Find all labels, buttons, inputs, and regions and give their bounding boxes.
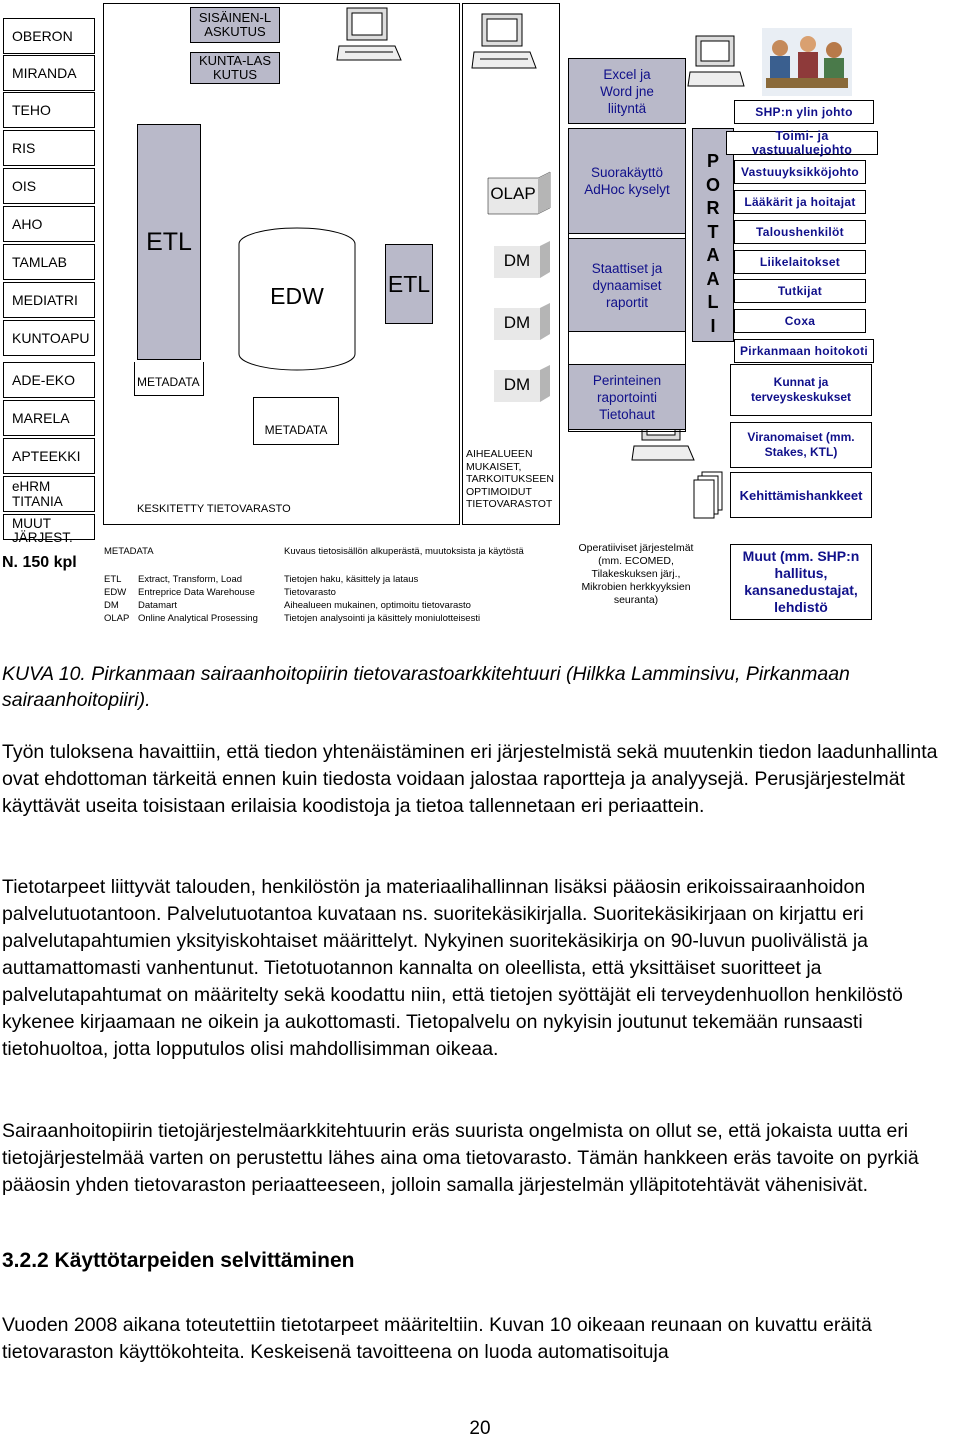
source-system-item: MIRANDA bbox=[3, 55, 95, 91]
audience-item: SHP:n ylin johto bbox=[734, 100, 874, 124]
legend-def: Tietovarasto bbox=[284, 587, 336, 600]
authorities-box: Viranomaiset (mm. Stakes, KTL) bbox=[730, 422, 872, 468]
etl-left-box: ETL bbox=[137, 124, 201, 360]
source-system-item: AHO bbox=[3, 206, 95, 242]
portal-letter: A bbox=[692, 268, 734, 292]
audience-item: Toimi- ja vastuualuejohto bbox=[726, 131, 878, 155]
paragraph: Tietotarpeet liittyvät talouden, henkilö… bbox=[2, 874, 958, 1063]
portal-letter: L bbox=[692, 291, 734, 315]
portal-letter: T bbox=[692, 221, 734, 245]
section-heading: 3.2.2 Käyttötarpeiden selvittäminen bbox=[2, 1249, 354, 1273]
municipalities-box: Kunnat ja terveyskeskukset bbox=[730, 364, 872, 416]
audience-item: Coxa bbox=[734, 309, 866, 333]
legend-def: Kuvaus tietosisällön alkuperästä, muutok… bbox=[284, 546, 534, 559]
computer-icon bbox=[686, 32, 746, 94]
audience-item: Pirkanmaan hoitokoti bbox=[734, 339, 874, 363]
legend-sub: Online Analytical Prosessing bbox=[138, 613, 258, 626]
legend-term: EDW bbox=[104, 587, 126, 600]
audience-item: Vastuuyksikköjohto bbox=[734, 160, 866, 184]
middle-column-frame bbox=[568, 128, 686, 432]
source-system-item: eHRM TITANIA bbox=[3, 476, 95, 512]
portal-letter: A bbox=[692, 244, 734, 268]
portal-letter: R bbox=[692, 197, 734, 221]
source-system-item: OBERON bbox=[3, 18, 95, 54]
edw-label: EDW bbox=[236, 283, 358, 310]
projects-box: Kehittämishankkeet bbox=[730, 472, 872, 518]
audience-item: Liikelaitokset bbox=[734, 250, 866, 274]
legend-sub: Datamart bbox=[138, 600, 177, 613]
source-system-item: OIS bbox=[3, 168, 95, 204]
people-meeting-icon bbox=[762, 28, 852, 96]
legend-sub: Entreprice Data Warehouse bbox=[138, 587, 255, 600]
central-dw-label: KESKITETTY TIETOVARASTO bbox=[137, 503, 291, 515]
subject-warehouse-frame bbox=[462, 3, 560, 525]
source-system-item: MARELA bbox=[3, 400, 95, 436]
etl-right-box: ETL bbox=[385, 244, 433, 324]
audience-item: Tutkijat bbox=[734, 279, 866, 303]
legend-def: Aihealueen mukainen, optimoitu tietovara… bbox=[284, 600, 471, 613]
source-system-item: RIS bbox=[3, 130, 95, 166]
audience-item: Taloushenkilöt bbox=[734, 220, 866, 244]
audience-item: Lääkärit ja hoitajat bbox=[734, 190, 866, 214]
portal-letter: O bbox=[692, 174, 734, 198]
legend-term: OLAP bbox=[104, 613, 129, 626]
legend-def: Tietojen haku, käsittely ja lataus bbox=[284, 574, 418, 587]
source-system-item: KUNTOAPU bbox=[3, 320, 95, 356]
source-count: N. 150 kpl bbox=[2, 554, 102, 572]
figure-caption: KUVA 10. Pirkanmaan sairaanhoitopiirin t… bbox=[2, 661, 958, 713]
source-system-item: MEDIATRI bbox=[3, 282, 95, 318]
excel-integration-box: Excel ja Word jne liityntä bbox=[568, 58, 686, 124]
source-system-item: TAMLAB bbox=[3, 244, 95, 280]
source-system-item: MUUT JÄRJEST. bbox=[3, 514, 95, 540]
metadata-center-label: METADATA bbox=[253, 423, 339, 437]
legend-term: METADATA bbox=[104, 546, 154, 559]
operative-systems-box: Operatiiviset järjestelmät (mm. ECOMED, … bbox=[572, 532, 700, 616]
paragraph: Työn tuloksena havaittiin, että tiedon y… bbox=[2, 739, 958, 820]
subject-dw-label: AIHEALUEEN MUKAISET, TARKOITUKSEEN OPTIM… bbox=[466, 448, 558, 511]
legend: METADATA Kuvaus tietosisällön alkuperäst… bbox=[104, 546, 544, 626]
source-system-item: APTEEKKI bbox=[3, 438, 95, 474]
computer-icon bbox=[335, 4, 405, 66]
document-stack-icon bbox=[692, 470, 726, 524]
legend-def: Tietojen analysointi ja käsittely moniul… bbox=[284, 613, 480, 626]
legend-term: DM bbox=[104, 600, 119, 613]
paragraph: Sairaanhoitopiirin tietojärjestelmäarkki… bbox=[2, 1118, 958, 1199]
legend-sub: Extract, Transform, Load bbox=[138, 574, 242, 587]
legend-term: ETL bbox=[104, 574, 121, 587]
metadata-center-box bbox=[253, 397, 339, 445]
page-number: 20 bbox=[0, 1418, 960, 1440]
source-system-item: TEHO bbox=[3, 92, 95, 128]
others-box: Muut (mm. SHP:n hallitus, kansanedustaja… bbox=[730, 544, 872, 620]
source-system-item: ADE-EKO bbox=[3, 362, 95, 398]
metadata-left-box bbox=[134, 362, 204, 396]
portal-letter: I bbox=[692, 315, 734, 339]
paragraph: Vuoden 2008 aikana toteutettiin tietotar… bbox=[2, 1312, 958, 1366]
